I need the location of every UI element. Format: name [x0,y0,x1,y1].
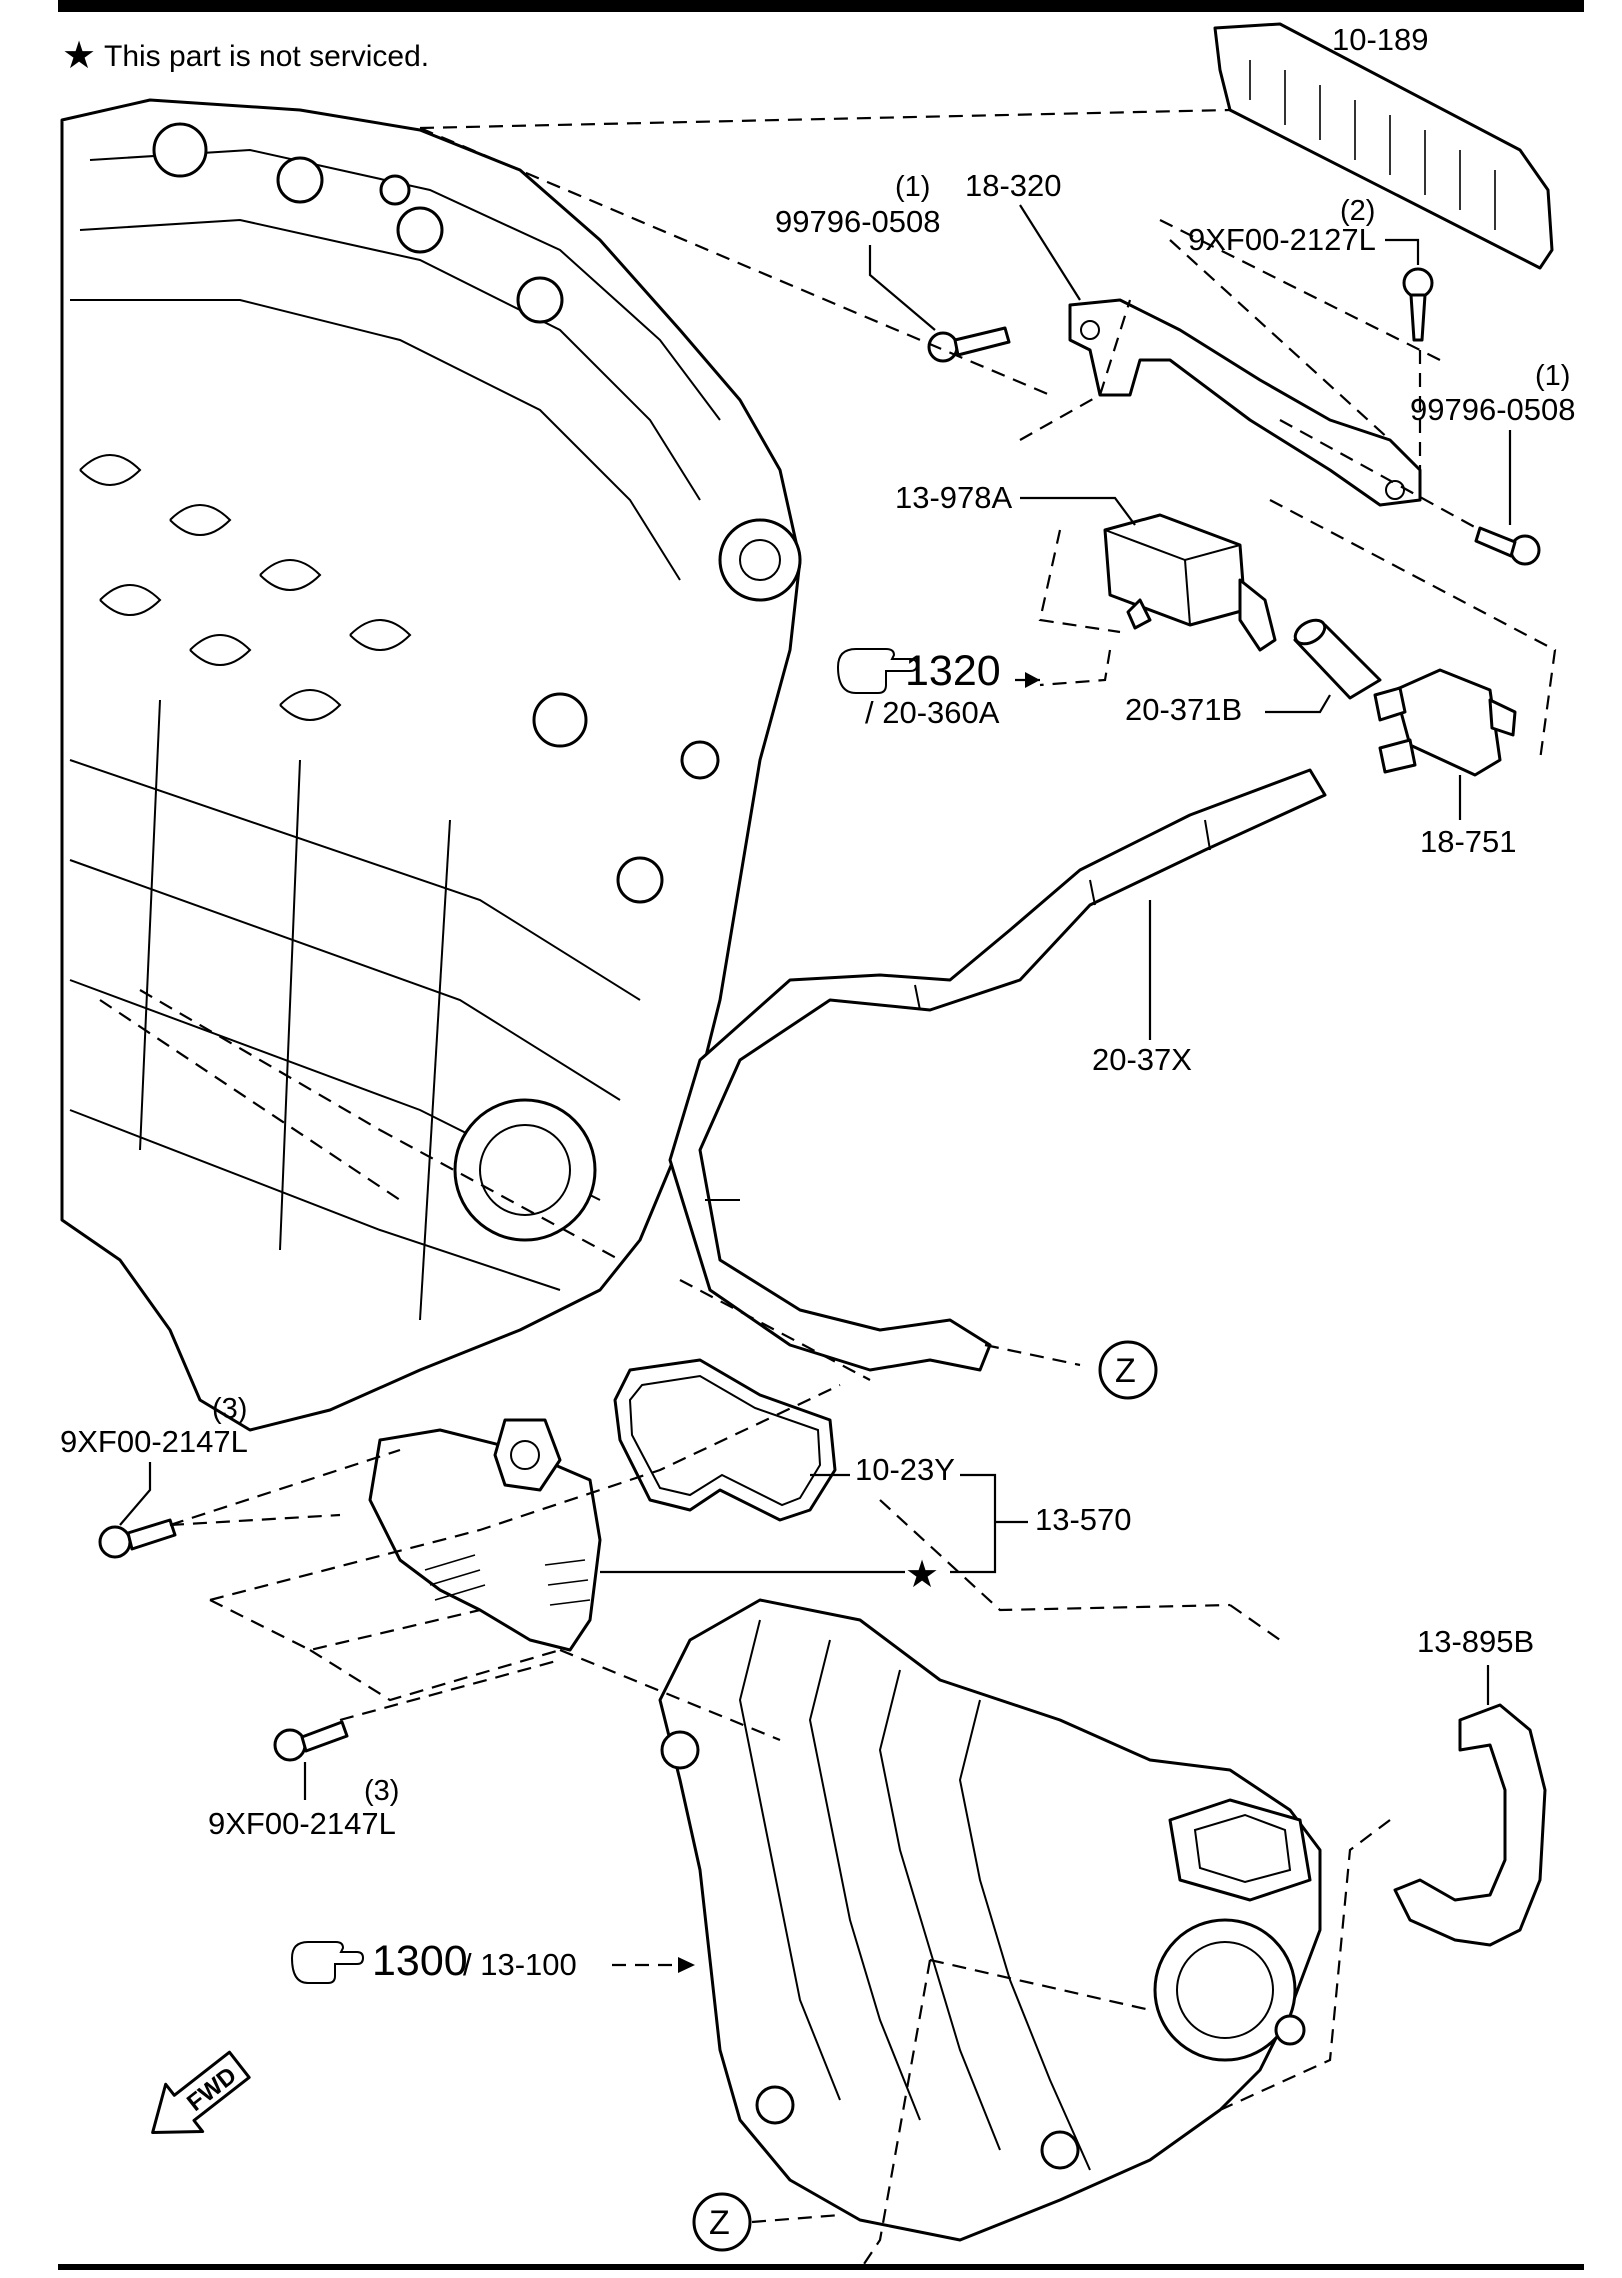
ref-1320-part: / 20-360A [865,695,1000,730]
bolt-9xf00-2127l [1402,267,1434,342]
connector-z-upper-label: Z [1115,1352,1136,1390]
connector-z-lower-label: Z [709,2204,730,2242]
canister-13-978a [1103,513,1277,652]
valve-body-13-570 [368,1418,602,1652]
connector-z-lower: Z [692,2192,841,2252]
purge-valve-18-751 [1373,668,1517,777]
bolt-9xf00-2147l-upper [98,1518,177,1559]
label-99796-0508-right: 99796-0508 [1410,392,1576,427]
bottom-border [58,2264,1584,2270]
label-13-570: 13-570 [1035,1502,1132,1537]
label-qty-9xf00-2147l-upper: (3) [212,1393,247,1425]
reference-1320: 1320 / 20-360A [836,647,1040,730]
hose-13-895b [1393,1703,1547,1947]
label-20-371b: 20-371B [1125,692,1242,727]
not-serviced-star-icon: ★ [905,1554,939,1596]
pointing-hand-icon-2 [290,1941,365,1984]
intake-manifold-13-100 [658,1598,1322,2242]
ref-1300-section: 1300 [372,1937,468,1985]
engine-block-illustration [60,98,802,1432]
bolt-9xf00-2147l-lower [273,1720,349,1762]
tube-20-371b [1293,618,1382,700]
not-serviced-note: ★ This part is not serviced. [62,35,429,77]
connector-z-upper: Z [984,1340,1158,1400]
label-qty-9xf00-2127l: (2) [1340,195,1375,227]
label-20-37x: 20-37X [1092,1042,1192,1077]
label-9xf00-2147l-lower: 9XF00-2147L [208,1806,396,1841]
note-text: This part is not serviced. [104,40,429,73]
note-star-icon: ★ [62,35,96,77]
dashed-guides-manifold [559,1499,1391,2271]
fwd-arrow: FWD [151,2050,251,2135]
ref-1300-part: / 13-100 [463,1947,577,1982]
reference-1300: 1300 / 13-100 [290,1937,695,1985]
label-13-978a: 13-978A [895,480,1013,515]
top-border [58,0,1584,12]
label-10-189: 10-189 [1332,22,1429,57]
label-qty-99796-0508-right: (1) [1535,360,1570,392]
cover-10-189 [1213,22,1554,270]
ref-1320-section: 1320 [905,647,1001,695]
dashed-guides-valve [99,989,871,1722]
bolt-99796-0508-right [1474,526,1541,566]
hose-20-37x [668,768,1327,1372]
pointing-hand-icon [836,648,919,694]
label-qty-99796-0508-left: (1) [895,171,930,203]
label-18-320: 18-320 [965,168,1062,203]
label-18-751: 18-751 [1420,824,1517,859]
label-99796-0508-left: 99796-0508 [775,204,941,239]
bolt-99796-0508-left [927,326,1011,363]
dashed-guides-top [419,108,1481,531]
bracket-18-320 [1068,298,1422,507]
dashed-guides-canister [1038,499,1557,761]
label-qty-9xf00-2147l-lower: (3) [364,1775,399,1807]
label-9xf00-2127l: 9XF00-2127L [1188,222,1376,257]
label-13-895b: 13-895B [1417,1624,1534,1659]
label-10-23y: 10-23Y [855,1452,955,1487]
label-9xf00-2147l-upper: 9XF00-2147L [60,1424,248,1459]
